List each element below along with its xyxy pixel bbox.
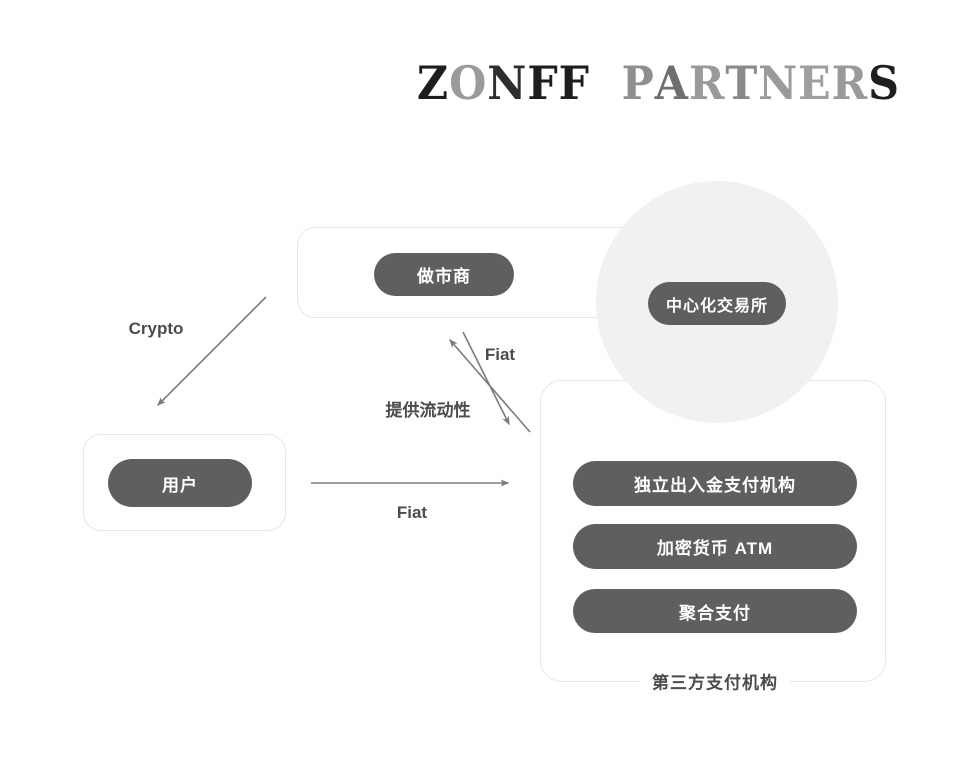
brand-logo-letter: N [758, 56, 799, 110]
node-centralized-exchange: 中心化交易所 [648, 282, 786, 325]
brand-logo-letter: Z [416, 56, 450, 110]
fiat-diagonal-arrow-label: Fiat [484, 345, 516, 364]
node-market-maker: 做市商 [374, 253, 514, 296]
crypto-arrow-label: Crypto [128, 319, 184, 338]
brand-logo-letter [590, 60, 622, 106]
third-party-group-caption: 第三方支付机构 [640, 666, 790, 696]
node-independent-payment-institution: 独立出入金支付机构 [573, 461, 857, 506]
node-aggregated-payment: 聚合支付 [573, 589, 857, 633]
brand-logo-letter: P [621, 56, 655, 110]
fiat-horizontal-arrow-label: Fiat [396, 503, 428, 522]
liquidity-arrow-label: 提供流动性 [385, 401, 471, 420]
node-user: 用户 [108, 459, 252, 507]
brand-logo-letter: A [654, 56, 689, 110]
brand-logo-letter: S [868, 56, 900, 110]
brand-logo-letter: R [688, 56, 726, 110]
brand-logo-letter: F [558, 56, 590, 110]
brand-logo-letter: O [449, 56, 488, 110]
crypto-arrow [156, 296, 267, 407]
brand-logo-letter: E [798, 56, 832, 110]
brand-logo-letter: F [527, 56, 559, 110]
brand-logo-letter: T [725, 56, 759, 110]
brand-logo-letter: N [487, 56, 528, 110]
brand-logo-letter: R [831, 56, 869, 110]
node-crypto-atm: 加密货币 ATM [573, 524, 857, 569]
